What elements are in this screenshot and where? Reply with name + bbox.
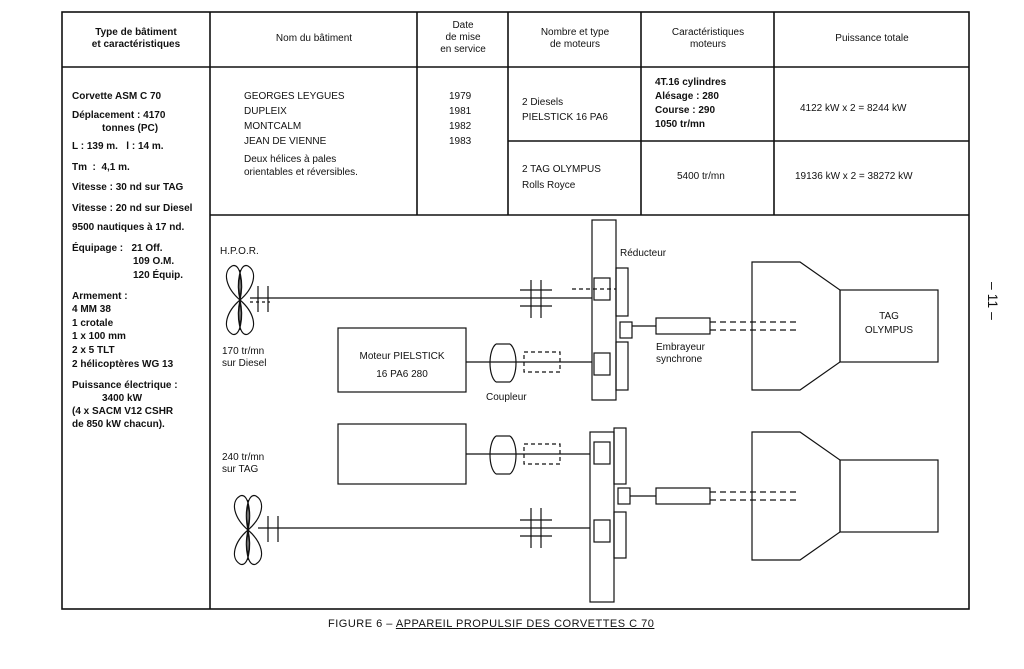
- moteur-label: Moteur PIELSTICK 16 PA6 280: [359, 351, 445, 380]
- row1-puissance: 4122 kW x 2 = 8244 kW: [800, 103, 907, 114]
- moteur-pielstick-lower: [337, 423, 467, 485]
- reducteur-label: Réducteur: [620, 248, 667, 259]
- embrayeur-upper: [655, 317, 711, 335]
- thrust-bearing-upper: [520, 280, 552, 318]
- thrust-bearing-lower: [520, 508, 552, 548]
- spec-line: de 850 kW chacun).: [72, 419, 165, 430]
- ship-name: GEORGES LEYGUES: [244, 91, 345, 102]
- spec-line: 3400 kW: [102, 393, 143, 404]
- spec-line: Vitesse : 30 nd sur TAG: [72, 182, 184, 193]
- figure-caption: FIGURE 6 – APPAREIL PROPULSIF DES CORVET…: [328, 618, 654, 630]
- spec-line: Déplacement : 4170: [72, 110, 166, 121]
- ship-name: DUPLEIX: [244, 106, 287, 117]
- spec-line: 109 O.M.: [133, 256, 175, 267]
- spec-line: 2 x 5 TLT: [72, 345, 115, 356]
- ship-note: Deux hélices à pales orientables et réve…: [244, 154, 358, 178]
- propeller-upper: [225, 264, 255, 336]
- propeller-lower: [233, 494, 263, 566]
- header-moteurs: Nombre et type de moteurs: [540, 27, 610, 50]
- hpor-label: H.P.O.R.: [220, 246, 259, 257]
- spec-line: Tm : 4,1 m.: [72, 162, 130, 173]
- coupleur-label: Coupleur: [486, 392, 527, 403]
- spec-line: 4 MM 38: [72, 304, 111, 315]
- coupleur-lower: [489, 435, 517, 475]
- tag-olympus-label: TAG OLYMPUS: [864, 311, 914, 336]
- spec-line: Puissance électrique :: [72, 380, 178, 391]
- row2-carac: 5400 tr/mn: [677, 171, 725, 182]
- coupleur-upper: [489, 343, 517, 383]
- spec-line: tonnes (PC): [102, 123, 159, 134]
- tag-olympus-lower: [751, 431, 939, 561]
- ship-name: MONTCALM: [244, 121, 302, 132]
- date-value: 1982: [449, 121, 472, 132]
- embrayeur-label: Embrayeur synchrone: [656, 342, 705, 365]
- moteur-pielstick-upper: [337, 327, 467, 393]
- date-value: 1983: [449, 136, 472, 147]
- header-carac: Caractéristiques moteurs: [671, 27, 745, 50]
- spec-line: 2 hélicoptères WG 13: [72, 359, 174, 370]
- spec-line: 1 x 100 mm: [72, 331, 126, 342]
- caption-prefix: FIGURE 6 –: [328, 618, 393, 630]
- row1-carac: 4T.16 cylindres Alésage : 280 Course : 2…: [655, 77, 727, 130]
- spec-line: 1 crotale: [72, 318, 114, 329]
- spec-line: Corvette ASM C 70: [72, 91, 162, 102]
- spec-line: Armement :: [72, 291, 128, 302]
- spec-line: Vitesse : 20 nd sur Diesel: [72, 203, 193, 214]
- caption-title: APPAREIL PROPULSIF DES CORVETTES C 70: [395, 618, 655, 630]
- header-type: Type de bâtiment et caractéristiques: [91, 27, 181, 50]
- header-nom: Nom du bâtiment: [275, 33, 353, 44]
- date-value: 1979: [449, 91, 472, 102]
- reducteur-upper: [572, 219, 633, 401]
- spec-line: L : 139 m. l : 14 m.: [72, 141, 164, 152]
- speed-diesel-label: 170 tr/mn sur Diesel: [222, 346, 267, 369]
- reducteur-lower: [589, 427, 631, 603]
- row1-moteurs: 2 Diesels PIELSTICK 16 PA6: [522, 97, 608, 123]
- date-value: 1981: [449, 106, 472, 117]
- row2-puissance: 19136 kW x 2 = 38272 kW: [795, 171, 913, 182]
- speed-tag-label: 240 tr/mn sur TAG: [222, 452, 265, 475]
- spec-line: (4 x SACM V12 CSHR: [72, 406, 174, 417]
- spec-line: Équipage : 21 Off.: [72, 243, 163, 254]
- spec-line: 120 Équip.: [133, 270, 184, 281]
- tag-olympus-upper: [751, 261, 939, 391]
- ship-name: JEAN DE VIENNE: [244, 136, 327, 147]
- spec-line: 9500 nautiques à 17 nd.: [72, 222, 185, 233]
- row2-moteurs: 2 TAG OLYMPUS Rolls Royce: [522, 164, 601, 191]
- embrayeur-lower: [655, 487, 711, 505]
- page-number: – 11 –: [985, 282, 1001, 320]
- header-puissance: Puissance totale: [835, 33, 909, 44]
- header-date: Date de mise en service: [440, 20, 486, 55]
